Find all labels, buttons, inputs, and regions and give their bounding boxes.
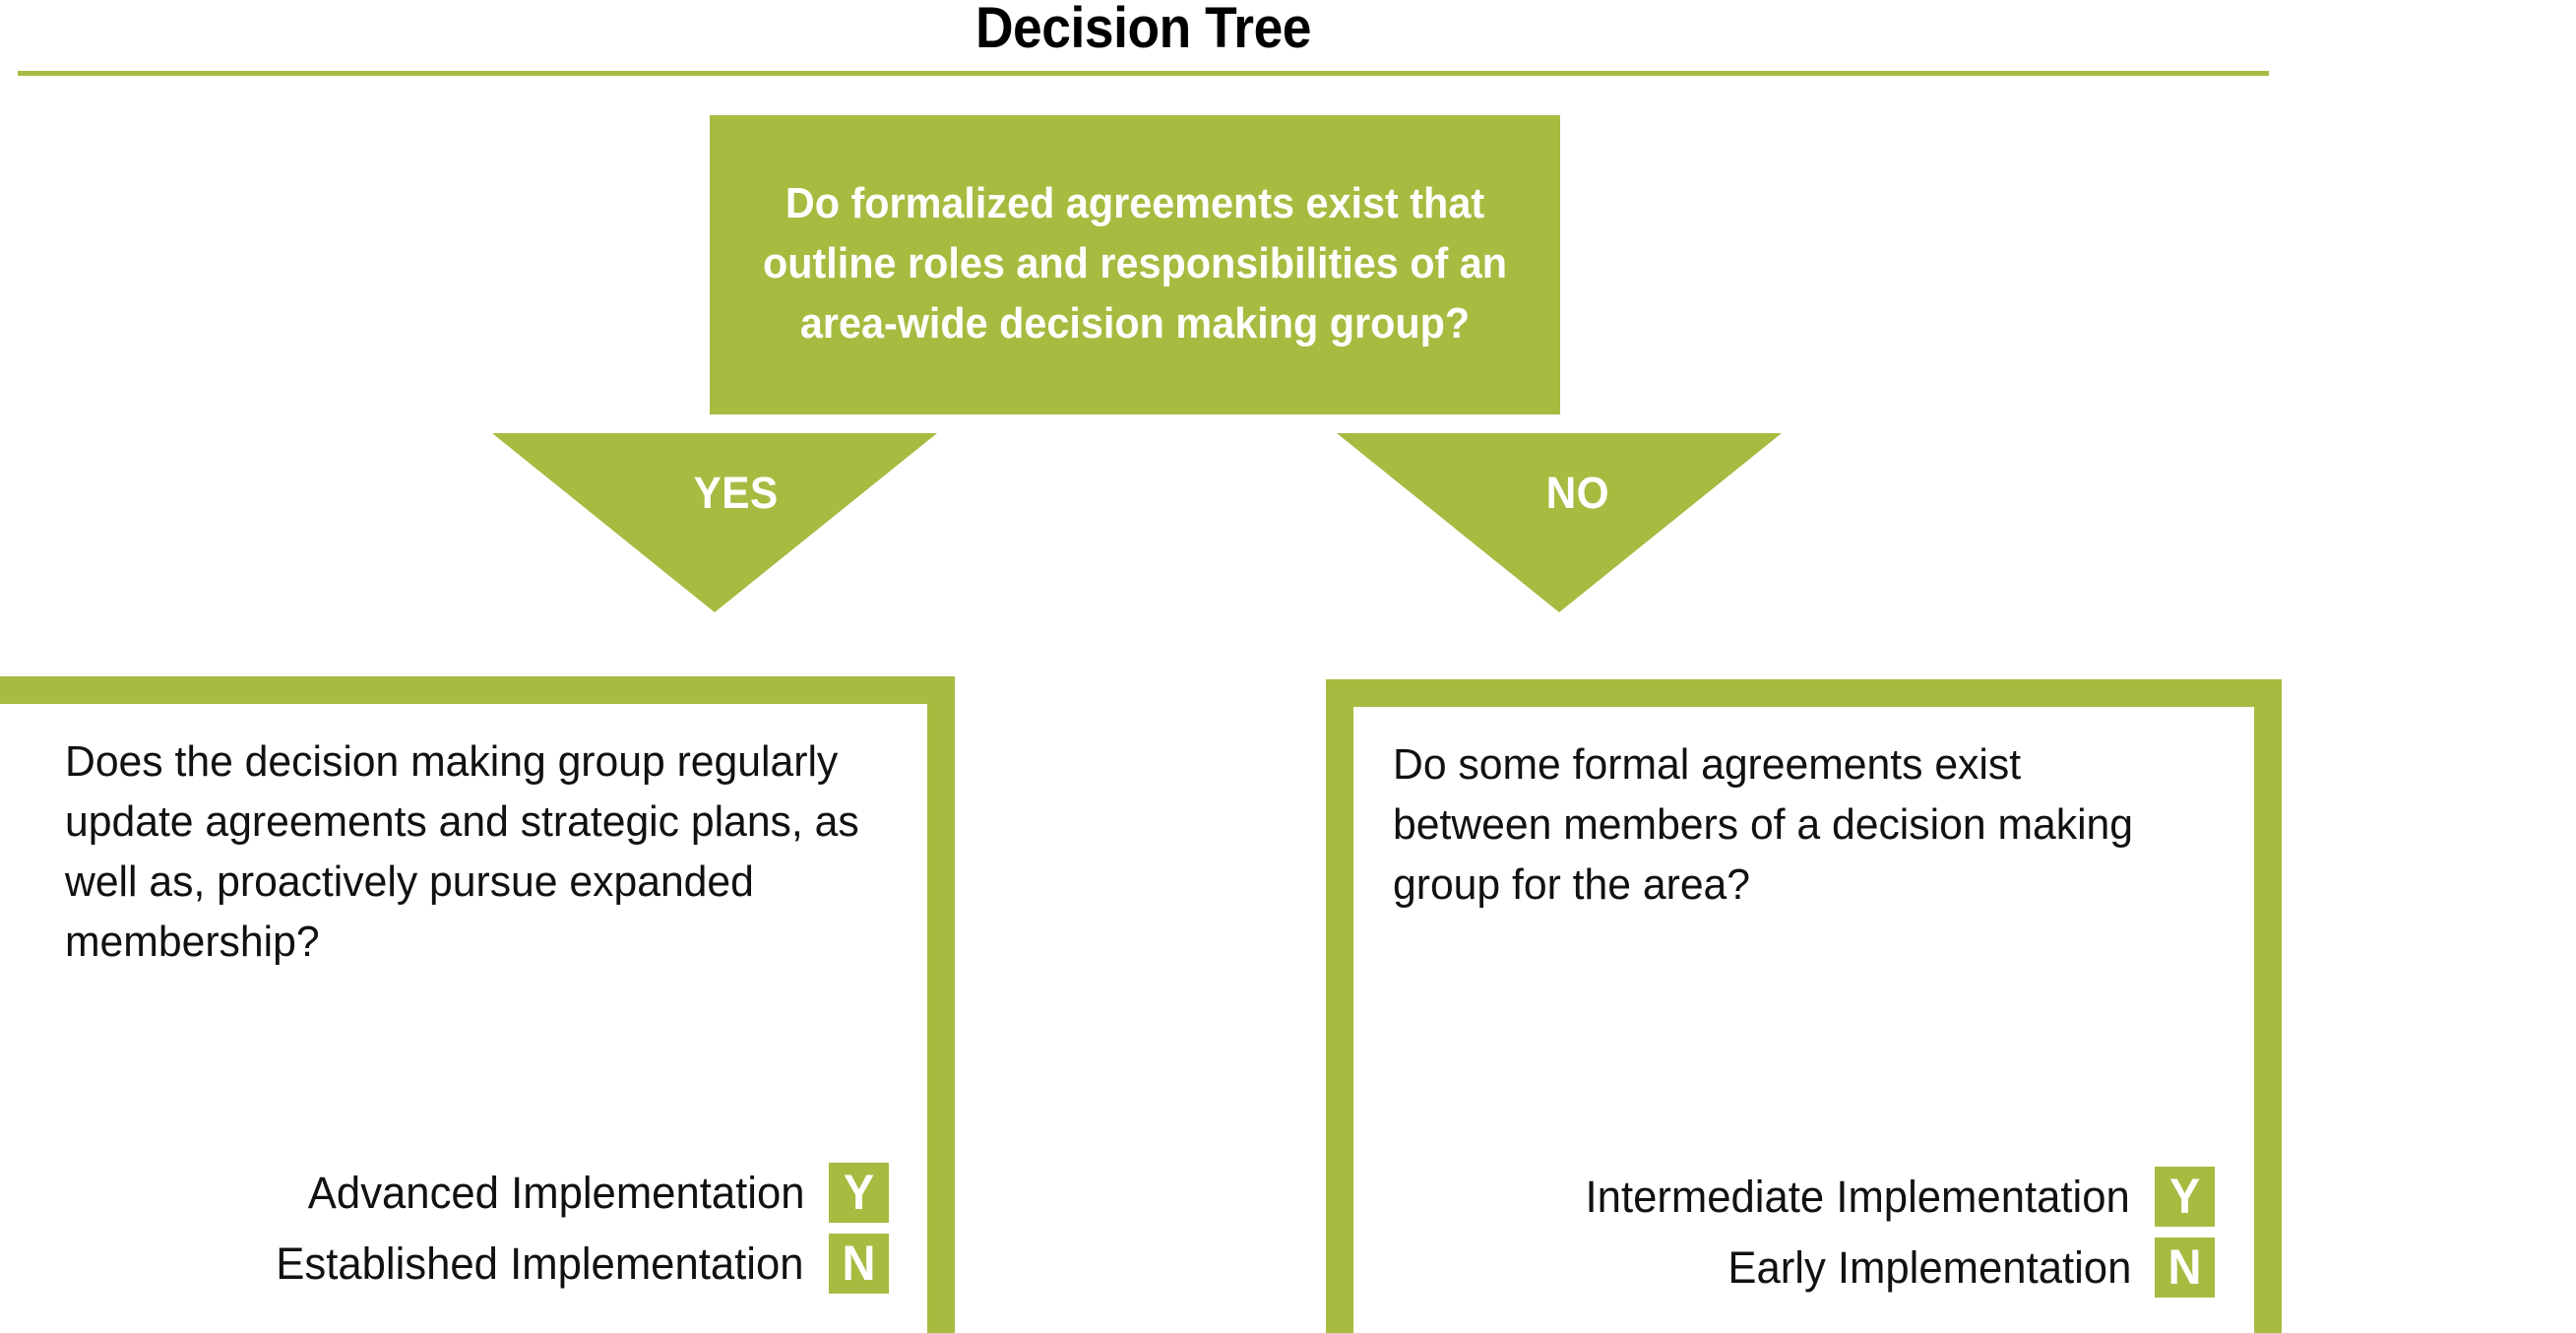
branch-arrow-no: NO: [1337, 433, 1782, 612]
branch-arrow-yes: YES: [492, 433, 937, 612]
result-label: Intermediate Implementation: [1585, 1171, 2130, 1222]
result-row: Established Implementation N: [42, 1234, 891, 1294]
outcome-box-no: Do some formal agreements exist between …: [1326, 679, 2282, 1333]
root-question-box: Do formalized agreements exist that outl…: [710, 115, 1560, 414]
root-question-text: Do formalized agreements exist that outl…: [762, 178, 1508, 348]
result-badge-y: Y: [2154, 1167, 2216, 1227]
outcome-inner-no: Do some formal agreements exist between …: [1353, 707, 2254, 1333]
result-badge-y: Y: [828, 1163, 890, 1223]
result-label: Established Implementation: [276, 1238, 804, 1289]
result-label: Early Implementation: [1728, 1241, 2132, 1293]
outcome-results-yes: Advanced Implementation Y Established Im…: [42, 1163, 891, 1294]
result-label: Advanced Implementation: [307, 1167, 805, 1218]
result-badge-n: N: [2154, 1238, 2216, 1298]
outcome-results-no: Intermediate Implementation Y Early Impl…: [1395, 1167, 2217, 1298]
result-row: Intermediate Implementation Y: [1395, 1167, 2217, 1227]
outcome-question-no: Do some formal agreements exist between …: [1393, 740, 2134, 909]
outcome-box-yes: Does the decision making group regularly…: [0, 676, 955, 1333]
down-triangle-icon: [492, 433, 937, 612]
down-triangle-icon: [1337, 433, 1782, 612]
result-badge-n: N: [828, 1234, 890, 1294]
outcome-inner-yes: Does the decision making group regularly…: [0, 704, 927, 1333]
result-row: Advanced Implementation Y: [42, 1163, 891, 1223]
outcome-question-yes: Does the decision making group regularly…: [65, 737, 859, 966]
title-divider: [18, 71, 2269, 76]
page-title: Decision Tree: [974, 0, 1312, 60]
result-row: Early Implementation N: [1395, 1238, 2217, 1298]
